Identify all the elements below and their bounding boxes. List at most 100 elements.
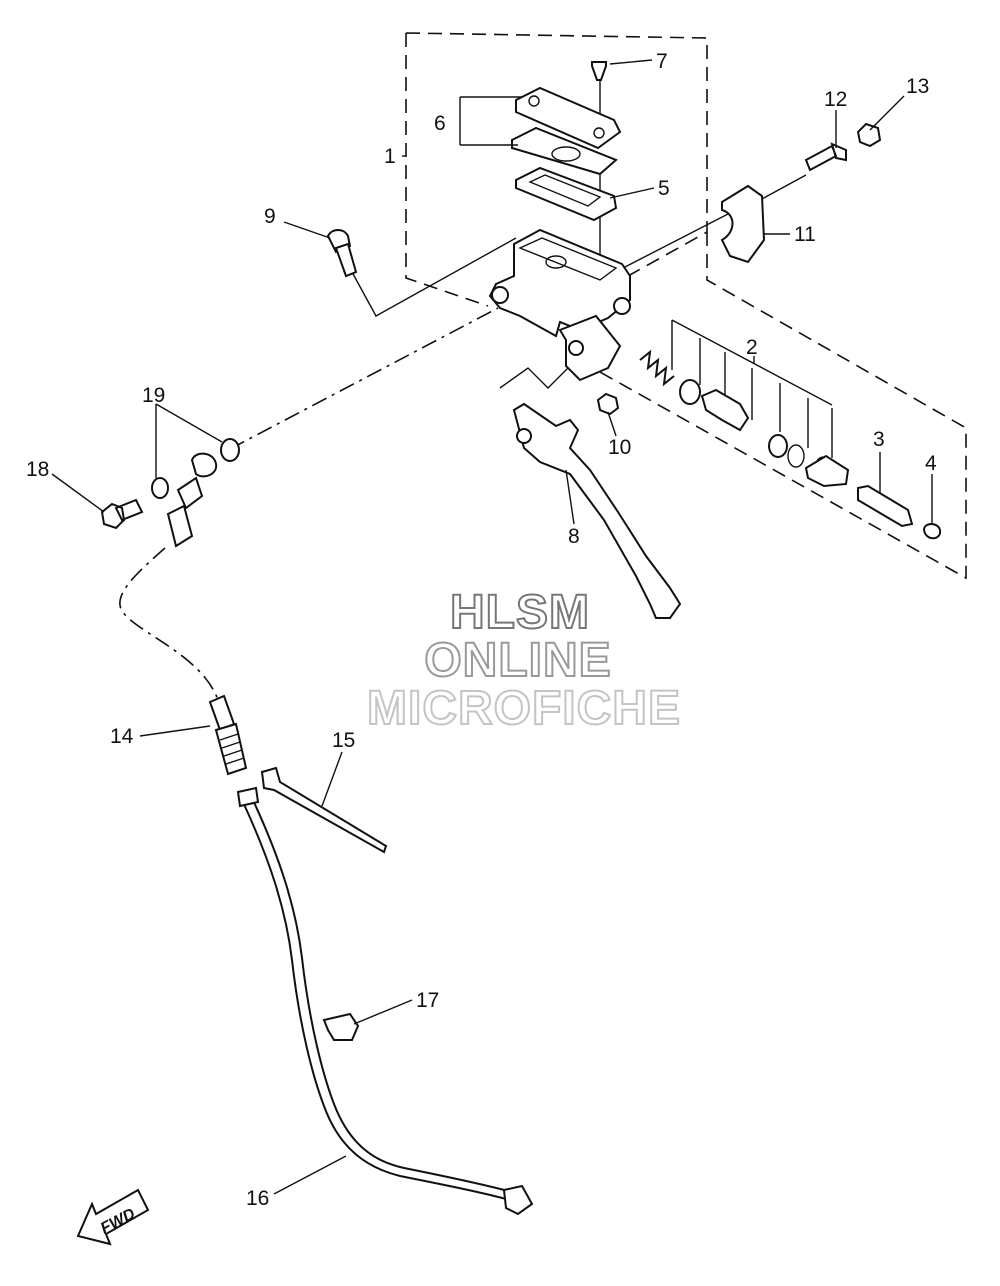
reservoir-cap-parts — [511, 61, 622, 222]
watermark: HLSM ONLINE MICROFICHE — [366, 585, 681, 736]
pipe-top-fitting — [236, 786, 260, 808]
leader-19 — [155, 403, 223, 478]
lever-pivot-boss — [568, 340, 584, 356]
callout-11: 11 — [794, 223, 816, 246]
piston-kit-bracket — [671, 319, 833, 458]
leader-6 — [459, 96, 522, 146]
hose-upper-dashdot — [119, 547, 219, 701]
cap-hole-left — [528, 95, 540, 107]
reservoir-group-boundary — [405, 32, 708, 307]
pipe-body — [241, 799, 511, 1201]
bolt-9-shank — [334, 242, 358, 278]
spring — [639, 349, 675, 387]
fwd-direction-badge: FWD — [76, 1188, 150, 1246]
master-cylinder-mount-right — [613, 297, 631, 315]
watermark-line-2: ONLINE — [424, 634, 611, 687]
holder-parts — [720, 122, 882, 264]
master-cylinder-body — [488, 228, 631, 338]
hose-upper-sleeve — [166, 504, 194, 548]
callout-labels: 1 2 3 4 5 6 7 8 9 10 11 12 13 14 15 16 1… — [26, 50, 937, 1210]
screw-7 — [591, 61, 607, 81]
callout-1: 1 — [384, 145, 396, 168]
master-cylinder-port — [545, 255, 567, 269]
leader-15 — [321, 751, 343, 807]
callout-4: 4 — [925, 452, 937, 475]
master-cylinder — [488, 228, 631, 382]
banjo-to-master-centerline — [229, 307, 499, 450]
plate-center — [551, 146, 581, 162]
pipe-end-fitting — [502, 1184, 534, 1216]
leader-10 — [607, 411, 617, 437]
hose-14 — [166, 452, 248, 776]
nut-10 — [596, 392, 620, 416]
master-cylinder-lower — [558, 314, 622, 382]
callout-14: 14 — [110, 725, 134, 748]
callout-3: 3 — [873, 428, 885, 451]
holder-centerline — [622, 174, 807, 269]
banjo-bolt-18 — [100, 498, 144, 530]
bolt-9-leader — [351, 237, 517, 317]
watermark-line-1: HLSM — [450, 586, 590, 639]
callout-leaders — [51, 59, 933, 1195]
hose-upper-fitting — [176, 476, 204, 510]
callout-13: 13 — [906, 75, 929, 98]
hose-banjo-eye — [190, 452, 218, 478]
pipe-16 — [236, 786, 534, 1216]
master-cylinder-reservoir-rim — [518, 237, 618, 281]
clamp-17 — [322, 1012, 360, 1041]
lever-pivot — [516, 428, 532, 444]
hose-fitting-threads — [219, 733, 245, 765]
cup-primary — [679, 379, 701, 405]
push-rod-3 — [857, 484, 914, 528]
cup-secondary — [768, 434, 788, 458]
leader-8 — [565, 469, 575, 525]
callout-7: 7 — [656, 50, 668, 73]
callout-6: 6 — [434, 112, 446, 135]
diaphragm — [515, 166, 618, 222]
leader-16 — [273, 1155, 347, 1195]
bolt-9 — [326, 229, 358, 278]
lever-pivot-leader — [499, 361, 575, 389]
callout-16: 16 — [246, 1187, 269, 1210]
banjo-parts — [100, 438, 240, 530]
holder-group-boundary — [599, 232, 967, 580]
leader-17 — [353, 999, 413, 1025]
lever-8 — [512, 402, 682, 619]
nut-13 — [856, 122, 882, 148]
bolt-12 — [804, 142, 847, 172]
callout-5: 5 — [658, 177, 670, 200]
boot-4 — [922, 523, 942, 540]
callout-18: 18 — [26, 458, 49, 481]
diaphragm-inner — [528, 174, 602, 207]
washer-19-a — [151, 477, 169, 499]
callout-19: 19 — [142, 384, 165, 407]
callout-8: 8 — [568, 525, 580, 548]
leader-14 — [139, 725, 211, 737]
callout-9: 9 — [264, 205, 276, 228]
holder-11 — [720, 184, 766, 264]
leader-9 — [283, 221, 331, 239]
diaphragm-plate — [511, 126, 618, 176]
fwd-arrow-icon — [76, 1188, 150, 1246]
leader-7 — [609, 59, 653, 65]
callout-12: 12 — [824, 88, 847, 111]
washer-ring — [787, 444, 805, 468]
pipe-body-outline — [251, 797, 513, 1193]
master-cylinder-mount-left — [491, 286, 509, 304]
piston-kit — [639, 349, 942, 540]
callout-17: 17 — [416, 989, 439, 1012]
dust-boot — [804, 454, 850, 488]
washer-19-b — [220, 438, 240, 462]
leader-5 — [609, 187, 655, 199]
leader-18 — [51, 473, 105, 513]
hose-lower-fitting — [214, 722, 248, 776]
leader-13 — [869, 95, 905, 131]
assembly-lines — [119, 80, 833, 701]
callout-10: 10 — [608, 436, 631, 459]
piston — [700, 388, 750, 432]
callout-15: 15 — [332, 729, 355, 752]
assembly-boundaries — [405, 32, 967, 580]
cap-hole-right — [593, 127, 605, 139]
watermark-line-3: MICROFICHE — [367, 682, 681, 735]
